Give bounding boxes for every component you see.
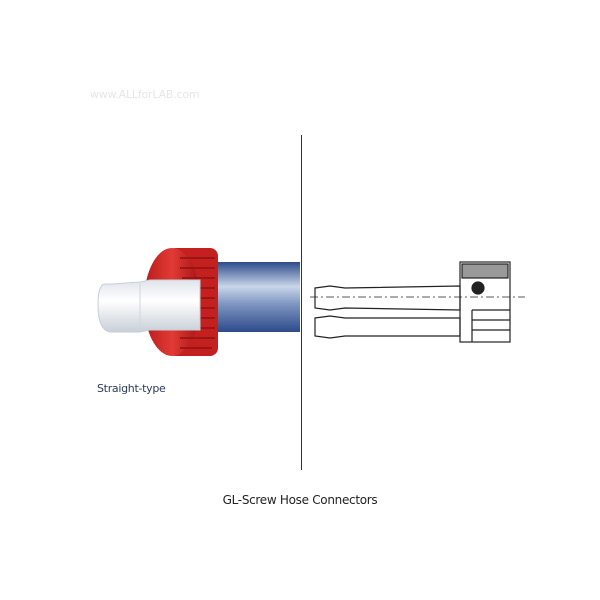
watermark: www.ALLforLAB.com [90,88,200,101]
technical-drawing [310,261,525,343]
caption: GL-Screw Hose Connectors [222,493,378,507]
photo-label: Straight-type [97,382,166,395]
hose-barb [97,279,201,333]
divider-line [301,135,302,470]
